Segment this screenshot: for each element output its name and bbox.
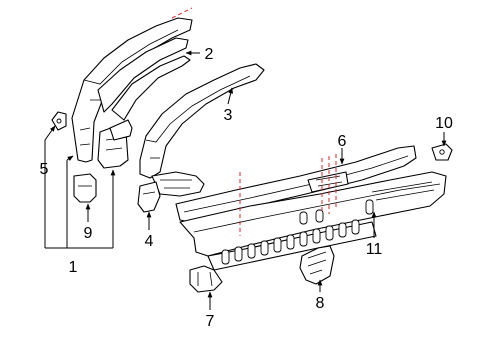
bracket-8 <box>299 245 335 285</box>
cowl-top-panel <box>175 145 417 223</box>
callout-1: 1 <box>69 259 78 276</box>
callout-10: 10 <box>435 115 453 132</box>
callout-4: 4 <box>145 233 154 250</box>
bracket-10 <box>431 143 453 161</box>
callout-6: 6 <box>338 133 347 150</box>
callout-3: 3 <box>224 107 233 124</box>
clip <box>51 111 67 131</box>
callout-8: 8 <box>316 295 325 312</box>
pillar-bracket <box>137 181 161 213</box>
callout-2: 2 <box>205 46 214 63</box>
callout-5: 5 <box>40 161 49 178</box>
cowl-front-panel <box>179 171 447 271</box>
inner-panel <box>97 119 133 169</box>
leader-lines <box>44 50 447 310</box>
bracket-9 <box>73 173 97 203</box>
callout-11: 11 <box>366 241 383 258</box>
callout-labels: 1 2 3 4 5 6 7 8 9 10 11 <box>40 46 453 330</box>
hinge-pillar-outer <box>71 17 193 163</box>
windshield-pillar <box>139 63 265 197</box>
callout-9: 9 <box>84 225 93 242</box>
callout-7: 7 <box>206 313 215 330</box>
cut-lines <box>171 7 337 236</box>
bracket-7 <box>189 265 223 293</box>
